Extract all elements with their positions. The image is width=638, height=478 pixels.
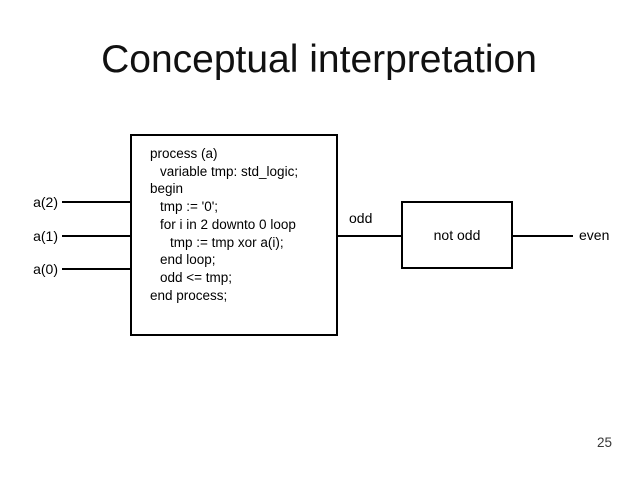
code-line: variable tmp: std_logic; [160,163,299,179]
code-line: tmp := tmp xor a(i); [170,234,284,250]
wire-odd [338,235,401,237]
page-number: 25 [596,435,612,450]
input-label-a2: a(2) [33,194,58,210]
code-line: end loop; [160,252,216,268]
even-signal-label: even [579,227,610,243]
process-box: process (a) variable tmp: std_logic; beg… [130,134,338,336]
slide-title: Conceptual interpretation [101,38,537,81]
wire-a0 [62,268,130,270]
wire-even [513,235,573,237]
wire-a1 [62,235,130,237]
not-odd-box-label: not odd [433,227,481,243]
code-line: begin [150,181,184,197]
code-line: odd <= tmp; [160,269,233,285]
code-line: process (a) [150,146,218,161]
code-line: end process; [150,287,228,303]
odd-signal-label: odd [349,210,373,226]
code-line: for i in 2 downto 0 loop [160,216,296,232]
code-line: tmp := '0'; [160,199,219,215]
input-label-a1: a(1) [33,228,58,244]
not-odd-box: not odd [401,201,513,269]
input-label-a0: a(0) [33,261,58,277]
wire-a2 [62,201,130,203]
